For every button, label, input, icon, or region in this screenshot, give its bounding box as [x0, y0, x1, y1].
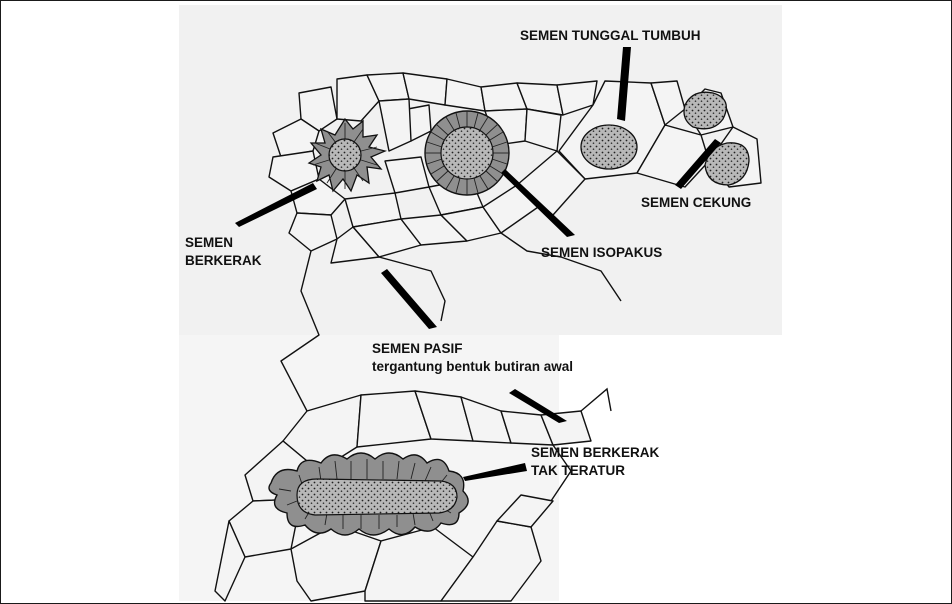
label-semen-tunggal-tumbuh: SEMEN TUNGGAL TUMBUH [520, 27, 701, 45]
irregular-crusted-grain [269, 453, 468, 535]
label-semen-pasif: SEMEN PASIF tergantung bentuk butiran aw… [372, 340, 573, 376]
single-grown-cement-grain [581, 125, 637, 169]
isopachous-grain [425, 111, 509, 195]
concave-cement-upper [684, 92, 726, 129]
label-semen-cekung: SEMEN CEKUNG [641, 194, 751, 212]
label-semen-berkerak: SEMEN BERKERAK [185, 234, 262, 270]
label-semen-berkerak-tak-teratur: SEMEN BERKERAK TAK TERATUR [531, 444, 659, 480]
label-semen-isopakus: SEMEN ISOPAKUS [541, 244, 662, 262]
